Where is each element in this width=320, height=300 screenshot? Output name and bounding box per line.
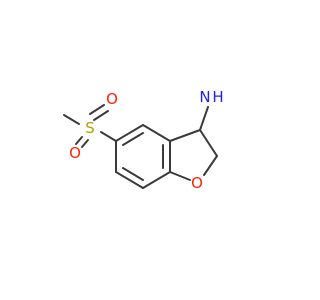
bond-ring-2 [142,124,171,142]
bond-ring-4 [142,171,171,189]
atom-n: N [199,88,210,106]
bond-s-o-lower-a [75,136,83,145]
bond-o-c7a [169,171,191,181]
structure-diagram: S O O O N H [63,88,224,192]
atom-o-upper: O [106,90,118,108]
bond-ring-inner-1 [122,132,144,146]
bond-ring-inner-3 [122,167,144,181]
bond-s-o-upper-b [93,110,109,121]
bond-c3-c2 [199,129,218,157]
bond-c2-o [203,155,218,176]
bond-c3a-c3 [169,129,201,142]
molecule-drawing: S O O O N H [63,88,224,192]
bond-s-o-lower-b [81,139,89,148]
bond-methyl-s [63,114,80,125]
bond-ring-1 [115,124,144,142]
bond-s-o-upper-a [89,104,105,115]
bond-s-ring [100,131,117,142]
bonds [63,104,218,189]
atom-h-right: H [212,88,223,106]
atom-s: S [85,119,95,137]
atom-labels: S O O O N H [69,88,224,192]
atom-o-ring: O [191,174,203,192]
bond-c3-n [199,106,209,131]
atom-o-lower: O [69,144,81,162]
bond-ring-5 [115,171,144,189]
